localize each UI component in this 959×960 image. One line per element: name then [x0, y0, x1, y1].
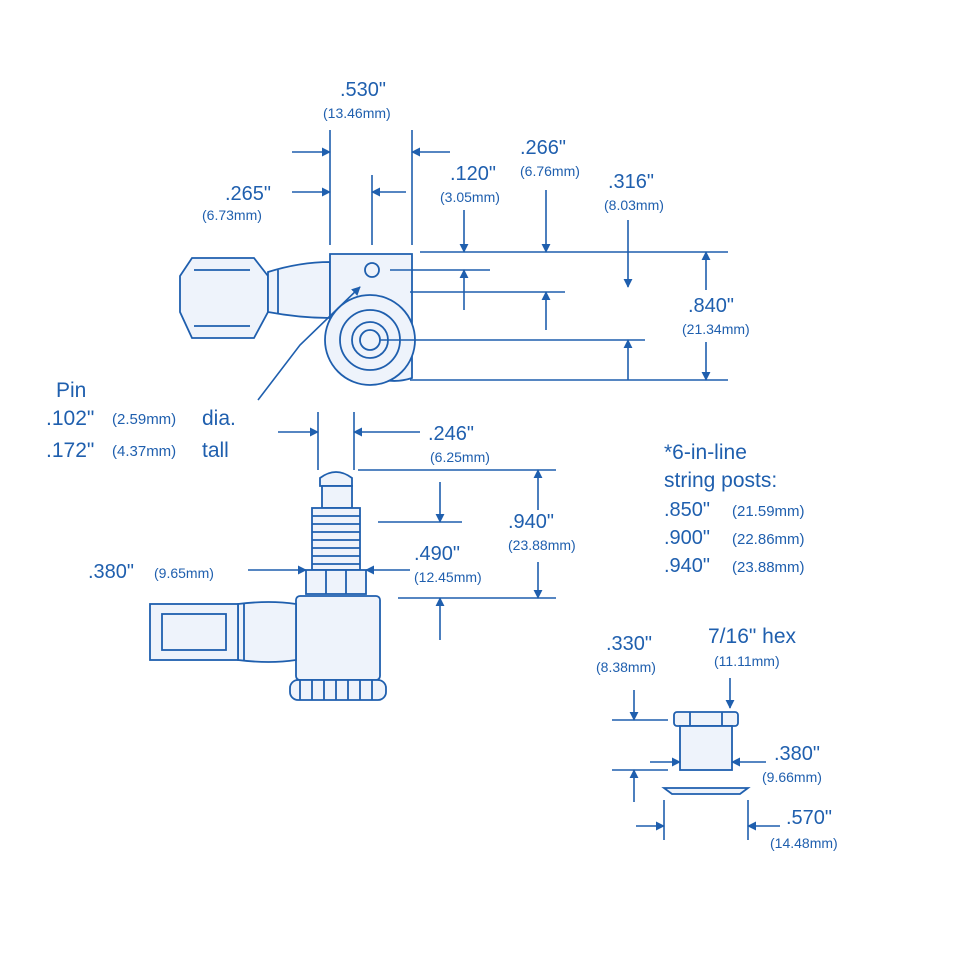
dim-940-in: .940": [508, 511, 555, 533]
dim-380b-mm: (9.66mm): [762, 769, 822, 785]
dim-266-in: .266": [520, 137, 567, 159]
dim-316-mm: (8.03mm): [604, 197, 664, 213]
dim-246-in: .246": [428, 423, 475, 445]
dim-266-mm: (6.76mm): [520, 163, 580, 179]
hex-nut-side: [305, 569, 367, 595]
tuner-button: [179, 257, 269, 339]
knurled-base: [289, 679, 387, 701]
hex-in: 7/16" hex: [708, 625, 797, 648]
posts-note-row3-mm: (23.88mm): [732, 559, 805, 576]
posts-note-line2: string posts:: [664, 469, 778, 492]
dim-330-mm: (8.38mm): [596, 659, 656, 675]
pin-tall-in: .172": [46, 439, 95, 462]
hex-mm: (11.11mm): [714, 653, 780, 669]
pin-dia-word: dia.: [202, 407, 236, 430]
pin-title: Pin: [56, 379, 87, 402]
tuner-side-view: [149, 471, 387, 701]
post-cap: [319, 471, 353, 487]
dim-380b-in: .380": [774, 743, 821, 765]
dim-246-mm: (6.25mm): [430, 449, 490, 465]
posts-note-row1-mm: (21.59mm): [732, 503, 805, 520]
dim-840-in: .840": [688, 295, 735, 317]
dim-940-mm: (23.88mm): [508, 537, 576, 553]
pin-dia-mm: (2.59mm): [112, 411, 177, 428]
dim-530-mm: (13.46mm): [323, 105, 391, 121]
dim-840-mm: (21.34mm): [682, 321, 750, 337]
side-button: [149, 603, 239, 661]
threaded-bushing: [311, 507, 361, 571]
posts-note-row2-mm: (22.86mm): [732, 531, 805, 548]
dim-316-in: .316": [608, 171, 655, 193]
dim-490-in: .490": [414, 543, 461, 565]
posts-note-line1: *6-in-line: [664, 441, 747, 464]
dim-490-mm: (12.45mm): [414, 569, 482, 585]
dim-380a-mm: (9.65mm): [154, 565, 214, 581]
dim-380a-in: .380": [88, 561, 135, 583]
dim-330-in: .330": [606, 633, 653, 655]
hex-nut-detail: [661, 711, 751, 795]
dim-265-mm: (6.73mm): [202, 207, 262, 223]
posts-note-row3-in: .940": [664, 555, 711, 577]
tuner-top-view: [179, 253, 416, 386]
side-housing: [295, 595, 381, 681]
posts-note-row1-in: .850": [664, 499, 711, 521]
dim-265-in: .265": [225, 183, 272, 205]
pin-tall-word: tall: [202, 439, 229, 462]
dim-530-in: .530": [340, 79, 387, 101]
pin-tall-mm: (4.37mm): [112, 443, 177, 460]
hex-nut-top: [673, 711, 739, 727]
dim-570-mm: (14.48mm): [770, 835, 838, 851]
dim-120-mm: (3.05mm): [440, 189, 500, 205]
posts-note-row2-in: .900": [664, 527, 711, 549]
hex-nut-washer: [661, 787, 751, 795]
dim-120-in: .120": [450, 163, 497, 185]
pin-dia-in: .102": [46, 407, 95, 430]
hex-nut-body: [679, 725, 733, 771]
dim-570-in: .570": [786, 807, 833, 829]
pin-dot: [364, 262, 380, 278]
